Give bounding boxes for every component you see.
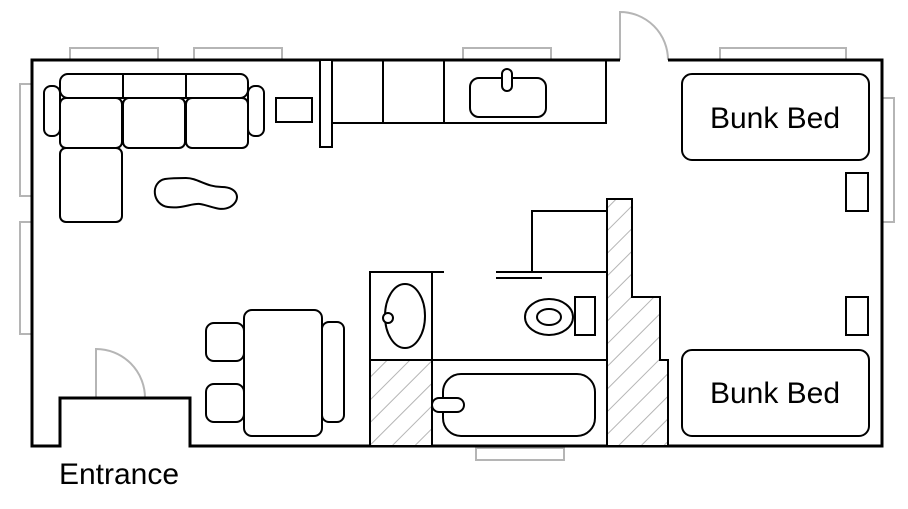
door-top	[619, 10, 669, 61]
sofa-seat-3	[185, 97, 249, 149]
window-bottom	[475, 447, 565, 461]
window-left-1	[19, 83, 33, 197]
partition-post	[319, 59, 333, 148]
nightstand-bottom	[845, 296, 869, 336]
sofa-seat-1	[59, 97, 123, 149]
sofa	[43, 73, 265, 223]
window-top-1	[69, 47, 159, 61]
window-left-2	[19, 221, 33, 335]
sofa-seat-2	[122, 97, 186, 149]
bathtub-tap-icon	[431, 397, 465, 413]
dining-table	[243, 309, 323, 437]
sink-tap-icon	[501, 68, 513, 92]
bedroom: Bunk Bed Bunk Bed	[681, 73, 870, 437]
bathroom	[369, 198, 669, 447]
bathtub	[442, 373, 596, 437]
sofa-chaise	[59, 147, 123, 223]
chair-1	[205, 322, 245, 362]
doors	[95, 10, 669, 399]
chair-2	[205, 383, 245, 423]
exterior-wall	[30, 58, 884, 448]
window-top-4	[719, 47, 847, 61]
sink-drain-icon	[382, 312, 394, 324]
bunk-bed-top-label: Bunk Bed	[710, 102, 840, 135]
door-entrance	[95, 347, 146, 399]
sofa-back	[59, 73, 249, 99]
bunk-bed-top	[681, 73, 870, 161]
toilet-seat	[536, 308, 562, 326]
window-right	[881, 97, 895, 223]
dining-set	[205, 309, 345, 437]
kitchen-counter	[331, 59, 607, 124]
hatch-area-2	[606, 198, 669, 447]
sofa-arm-right	[247, 85, 265, 137]
entrance-label: Entrance	[59, 458, 179, 491]
windows	[19, 47, 895, 461]
bunk-bed-bottom	[681, 349, 870, 437]
bunk-bed-bottom-label: Bunk Bed	[710, 377, 840, 410]
window-top-2	[193, 47, 283, 61]
rug	[153, 176, 238, 210]
toilet-tank	[574, 296, 596, 336]
hatch-area-1	[369, 359, 433, 447]
window-top-3	[462, 47, 552, 61]
bench	[321, 321, 345, 423]
sofa-arm-left	[43, 85, 61, 137]
side-table	[275, 97, 313, 123]
kitchen	[275, 59, 607, 148]
nightstand-top	[845, 172, 869, 212]
